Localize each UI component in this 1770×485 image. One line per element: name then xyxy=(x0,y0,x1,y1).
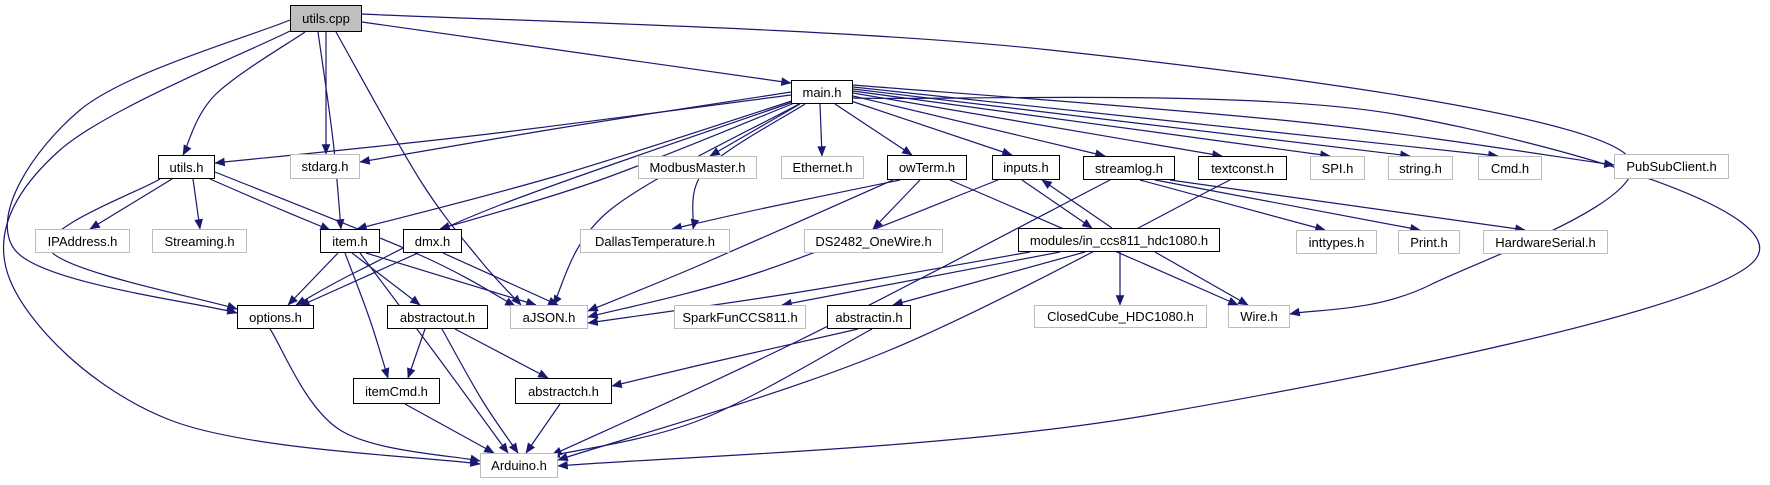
edge-main_h-to-textconst_h xyxy=(852,92,1223,159)
edge-main_h-to-ethernet_h xyxy=(817,103,826,157)
node-options_h[interactable]: options.h xyxy=(237,305,314,329)
edge-utils_h-to-streaming_h xyxy=(192,178,203,230)
node-cmd_h[interactable]: Cmd.h xyxy=(1478,156,1542,180)
edge-main_h-to-modbusmaster_h xyxy=(709,103,801,157)
node-string_h[interactable]: string.h xyxy=(1388,156,1453,180)
edge-main_h-to-stdarg_h xyxy=(359,91,792,165)
edge-utils_cpp-to-main_h xyxy=(361,21,792,86)
edge-modules_h-to-wire_h xyxy=(1154,251,1249,306)
node-main_h[interactable]: main.h xyxy=(791,80,853,104)
edge-modules_h-to-inputs_h xyxy=(1041,179,1113,229)
edge-streamlog_h-to-arduino_h xyxy=(551,179,1111,456)
edge-main_h-to-inputs_h xyxy=(847,99,1013,157)
edge-utils_cpp-to-ajson_h xyxy=(335,31,522,306)
edge-streamlog_h-to-inttypes_h xyxy=(1139,179,1326,232)
edge-utils_cpp-to-wire_h xyxy=(361,13,1633,317)
node-streaming_h[interactable]: Streaming.h xyxy=(152,229,247,253)
edge-main_h-to-options_h xyxy=(295,101,794,306)
edge-streamlog_h-to-print_h xyxy=(1154,179,1421,233)
edge-dmx_h-to-options_h xyxy=(299,252,419,307)
node-print_h[interactable]: Print.h xyxy=(1398,230,1460,254)
edge-main_h-to-utils_h xyxy=(214,94,792,167)
edge-item_h-to-ajson_h xyxy=(365,252,537,307)
node-ds2482_onewire_h[interactable]: DS2482_OneWire.h xyxy=(804,229,943,253)
node-abstractin_h[interactable]: abstractin.h xyxy=(827,305,911,329)
edge-abstractin_h-to-arduino_h xyxy=(549,328,873,458)
node-arduino_h[interactable]: Arduino.h xyxy=(480,453,558,478)
node-modbusmaster_h[interactable]: ModbusMaster.h xyxy=(638,156,757,179)
node-pubsubclient_h[interactable]: PubSubClient.h xyxy=(1614,154,1729,179)
edge-main_h-to-string_h xyxy=(852,88,1411,160)
edge-modules_h-to-abstractin_h xyxy=(892,251,1086,307)
node-textconst_h[interactable]: textconst.h xyxy=(1198,156,1287,180)
node-ipaddress_h[interactable]: IPAddress.h xyxy=(35,229,130,253)
edge-main_h-to-ajson_h xyxy=(552,103,800,306)
node-dallastemperature_h[interactable]: DallasTemperature.h xyxy=(580,229,730,253)
node-spi_h[interactable]: SPI.h xyxy=(1310,156,1365,180)
edge-main_h-to-pubsubclient_h xyxy=(852,84,1615,168)
node-wire_h[interactable]: Wire.h xyxy=(1228,305,1290,328)
edge-abstractin_h-to-abstractch_h xyxy=(611,328,859,388)
edge-utils_h-to-ipaddress_h xyxy=(89,178,173,230)
edge-owterm_h-to-ajson_h xyxy=(587,179,894,312)
node-owterm_h[interactable]: owTerm.h xyxy=(887,155,967,180)
edge-streamlog_h-to-hardwareserial_h xyxy=(1169,179,1526,233)
node-utils_h[interactable]: utils.h xyxy=(158,155,215,179)
edge-main_h-to-arduino_h xyxy=(557,96,1761,470)
edge-itemcmd_h-to-arduino_h xyxy=(404,403,495,454)
edge-options_h-to-arduino_h xyxy=(269,328,481,464)
edge-owterm_h-to-wire_h xyxy=(949,179,1239,306)
edge-abstractout_h-to-abstractch_h xyxy=(454,328,549,379)
edge-abstractch_h-to-arduino_h xyxy=(525,403,561,454)
edge-utils_cpp-to-options_h xyxy=(6,19,291,315)
node-inputs_h[interactable]: inputs.h xyxy=(992,155,1060,180)
edge-utils_cpp-to-utils_h xyxy=(182,31,306,156)
node-utils_cpp[interactable]: utils.cpp xyxy=(290,5,362,32)
edge-main_h-to-cmd_h xyxy=(852,86,1499,160)
edge-utils_h-to-item_h xyxy=(209,178,331,231)
edge-utils_cpp-to-item_h xyxy=(317,31,345,230)
edge-item_h-to-abstractout_h xyxy=(351,252,421,306)
node-itemcmd_h[interactable]: itemCmd.h xyxy=(353,378,440,404)
edge-item_h-to-options_h xyxy=(287,252,339,306)
edge-main_h-to-streamlog_h xyxy=(852,95,1106,158)
edge-main_h-to-dmx_h xyxy=(439,101,798,231)
node-stdarg_h[interactable]: stdarg.h xyxy=(290,154,360,179)
edge-textconst_h-to-arduino_h xyxy=(557,179,1231,462)
edge-modules_h-to-ajson_h xyxy=(587,251,1031,326)
edge-owterm_h-to-dallastemperature_h xyxy=(671,179,901,232)
node-sparkfunccs811_h[interactable]: SparkFunCCS811.h xyxy=(674,305,806,329)
node-item_h[interactable]: item.h xyxy=(320,229,380,253)
edge-utils_cpp-to-arduino_h xyxy=(2,29,481,467)
node-modules_h[interactable]: modules/in_ccs811_hdc1080.h xyxy=(1018,228,1220,252)
node-ethernet_h[interactable]: Ethernet.h xyxy=(781,156,864,179)
node-abstractout_h[interactable]: abstractout.h xyxy=(387,305,488,329)
edge-main_h-to-item_h xyxy=(356,99,796,231)
node-closedcube_h[interactable]: ClosedCube_HDC1080.h xyxy=(1034,305,1207,328)
edge-dmx_h-to-ajson_h xyxy=(442,252,559,306)
edge-modules_h-to-sparkfunccs811_h xyxy=(781,251,1061,308)
edge-inputs_h-to-ajson_h xyxy=(587,179,999,319)
edge-owterm_h-to-ds2482_onewire_h xyxy=(872,179,921,230)
node-streamlog_h[interactable]: streamlog.h xyxy=(1083,156,1175,180)
edge-inputs_h-to-modules_h xyxy=(1021,179,1093,229)
node-abstractch_h[interactable]: abstractch.h xyxy=(515,378,612,404)
edge-abstractout_h-to-itemcmd_h xyxy=(407,328,426,379)
edge-main_h-to-owterm_h xyxy=(834,103,913,156)
edge-abstractout_h-to-arduino_h xyxy=(441,328,519,454)
edge-main_h-to-spi_h xyxy=(852,90,1331,159)
node-dmx_h[interactable]: dmx.h xyxy=(403,229,462,253)
node-hardwareserial_h[interactable]: HardwareSerial.h xyxy=(1483,230,1608,254)
node-inttypes_h[interactable]: inttypes.h xyxy=(1296,230,1377,254)
edge-item_h-to-itemcmd_h xyxy=(344,252,390,379)
edge-item_h-to-arduino_h xyxy=(359,252,509,454)
node-ajson_h[interactable]: aJSON.h xyxy=(510,305,588,329)
